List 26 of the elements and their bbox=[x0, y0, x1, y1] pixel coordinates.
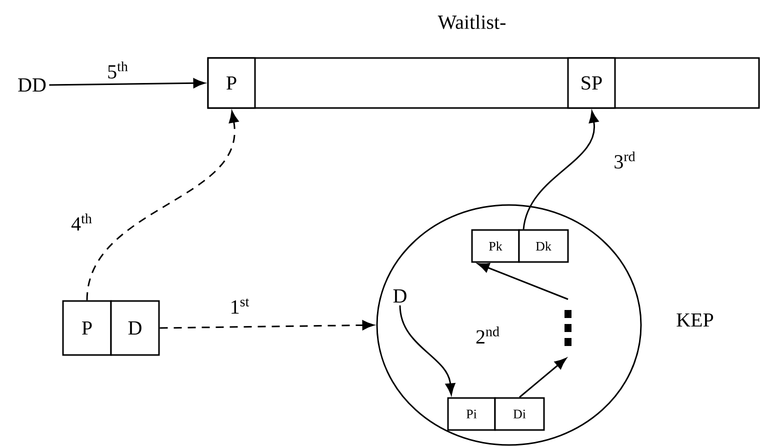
cell: D bbox=[110, 300, 160, 356]
arrow bbox=[522, 110, 599, 230]
circle bbox=[376, 204, 642, 446]
text: D bbox=[393, 289, 406, 303]
edge-label: 4$^{th}$ bbox=[69, 212, 95, 232]
text: DD bbox=[18, 78, 46, 92]
node-label: Waitlist- bbox=[438, 14, 506, 30]
arrow bbox=[399, 305, 456, 396]
arrow bbox=[519, 358, 566, 398]
cell: P bbox=[62, 300, 112, 356]
arrow bbox=[160, 320, 374, 330]
arrow bbox=[478, 263, 568, 300]
edge-label: 5$^{th}$ bbox=[105, 59, 131, 81]
cell: Dk bbox=[518, 229, 569, 263]
arrow bbox=[86, 110, 239, 300]
ellipsis-dots bbox=[564, 310, 572, 346]
cell: Pk bbox=[471, 229, 520, 263]
text: KEP bbox=[676, 313, 714, 327]
step-label: 2$^{nd}$ bbox=[476, 326, 500, 344]
arrow bbox=[49, 78, 206, 88]
edge-label: 3$^{rd}$ bbox=[612, 149, 638, 171]
cell: Di bbox=[494, 397, 545, 431]
cell: P bbox=[207, 57, 256, 109]
cell: Pi bbox=[447, 397, 496, 431]
edge-label: 1$^{st}$ bbox=[228, 296, 252, 316]
cell: SP bbox=[567, 57, 616, 109]
